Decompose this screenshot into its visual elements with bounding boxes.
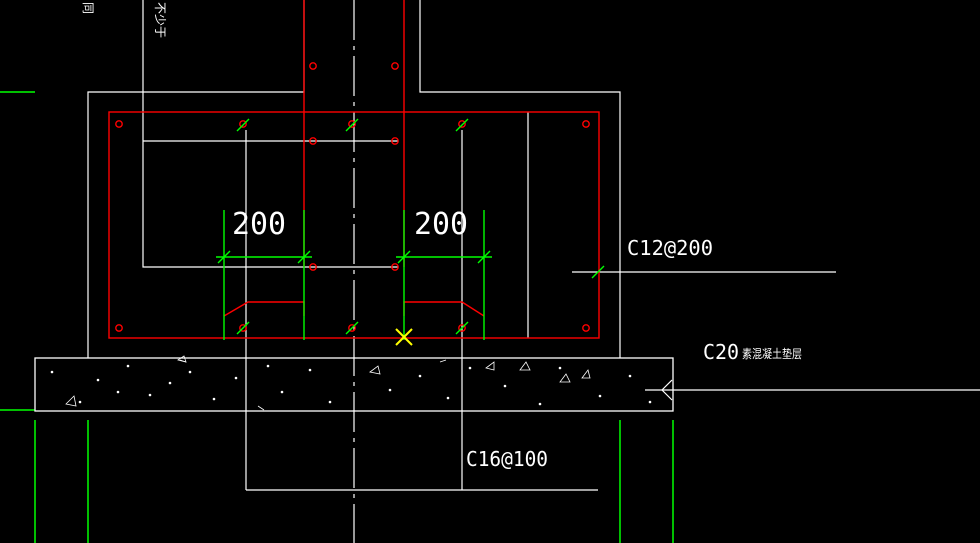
dim-right-label: 200: [414, 207, 468, 242]
cushion-note-label: 素混凝土垫层: [742, 346, 802, 361]
ground-lines: [0, 91, 674, 543]
snap-marker-icon: [395, 328, 413, 346]
cushion-rect: [34, 357, 674, 412]
footing-body-outline: [87, 0, 305, 358]
cushion-leader-arrow: [661, 379, 673, 401]
pit-outline: [142, 0, 398, 268]
footing-body-outline-right: [419, 0, 621, 358]
cushion-hatch: [50, 355, 652, 411]
cut-text-left: 同: [81, 2, 95, 14]
rebar-bottom-label: C16@100: [466, 447, 548, 471]
cushion-grade-label: C20: [703, 340, 739, 364]
stirrup-cage: [108, 111, 600, 339]
pit-hook-left: [223, 301, 305, 317]
dimension-group: [216, 118, 605, 340]
dim-left-label: 200: [232, 207, 286, 242]
rebar-dots: [115, 62, 590, 332]
dimension-ticks: [217, 118, 605, 335]
cut-text-mid: 不少于: [153, 2, 167, 38]
cushion-layer: [34, 355, 674, 412]
rebar-group: [108, 0, 600, 339]
pit-hook-right: [403, 301, 485, 317]
rebar-side-label: C12@200: [627, 236, 713, 260]
